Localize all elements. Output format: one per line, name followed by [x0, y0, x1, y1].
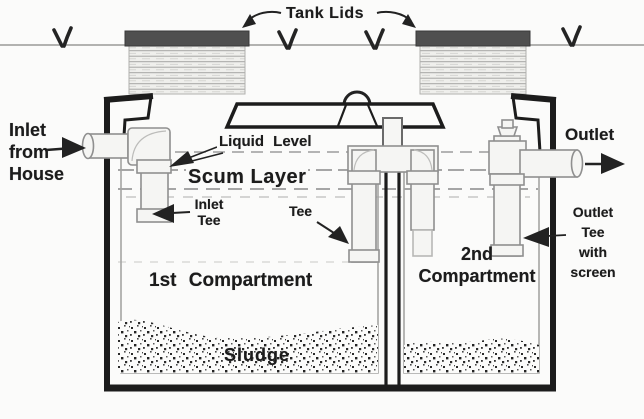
outlet-tee-label: Outlet Tee with screen — [559, 202, 627, 282]
sludge-label: Sludge — [224, 345, 291, 365]
outlet-tee-line1: Outlet — [572, 204, 614, 220]
second-compartment-line2: Compartment — [418, 266, 536, 286]
inlet-pipe-assembly — [81, 127, 172, 223]
inlet-from-house-line1: Inlet — [9, 120, 47, 140]
center-lid — [224, 90, 446, 129]
outlet-tee-line3: with — [579, 244, 607, 260]
inlet-tee-line2: Tee — [197, 212, 221, 228]
inlet-from-house-line3: House — [9, 164, 65, 184]
middle-tee-assembly — [347, 145, 439, 263]
right-lid-cap — [415, 30, 531, 47]
right-riser — [415, 30, 531, 95]
liquid-level-label: Liquid Level — [217, 133, 314, 151]
scum-layer-label: Scum Layer — [186, 166, 309, 189]
liquid-level-arrow-icon — [169, 146, 224, 167]
sludge-first-compartment — [118, 319, 378, 373]
grass-icon — [52, 25, 582, 50]
divider-wall — [384, 140, 401, 386]
tank-lids-arrow-left-icon — [242, 10, 282, 28]
divider-stub-pipe — [382, 117, 403, 151]
outlet-pipe-assembly — [488, 119, 584, 257]
first-compartment-label: 1st Compartment — [149, 270, 313, 291]
middle-tee-label: Tee — [289, 203, 313, 219]
inlet-tee-arrow-icon — [152, 204, 191, 223]
tank-lids-label: Tank Lids — [286, 5, 364, 22]
inlet-arrow-icon — [45, 137, 86, 158]
inlet-from-house-line2: from — [9, 142, 49, 162]
second-compartment-line1: 2nd — [460, 244, 493, 264]
outlet-tee-arrow-icon — [523, 227, 567, 247]
left-riser — [124, 30, 250, 95]
middle-tee-arrow-icon — [316, 221, 349, 244]
annotation-arrows — [45, 10, 625, 247]
sludge-second-compartment — [404, 338, 539, 373]
inlet-tee-label: Inlet Tee — [184, 196, 234, 228]
tank-lids-arrow-right-icon — [376, 10, 416, 28]
inlet-tee-line1: Inlet — [194, 196, 224, 212]
dome-handle-icon — [342, 90, 372, 106]
outlet-label: Outlet — [565, 125, 615, 144]
left-lid-cap — [124, 30, 250, 47]
second-compartment-label: 2nd Compartment — [407, 243, 547, 287]
inlet-from-house-label: Inlet from House — [9, 119, 64, 185]
outlet-arrow-icon — [585, 153, 625, 174]
outlet-tee-line4: screen — [570, 264, 616, 280]
outlet-tee-line2: Tee — [581, 224, 605, 240]
